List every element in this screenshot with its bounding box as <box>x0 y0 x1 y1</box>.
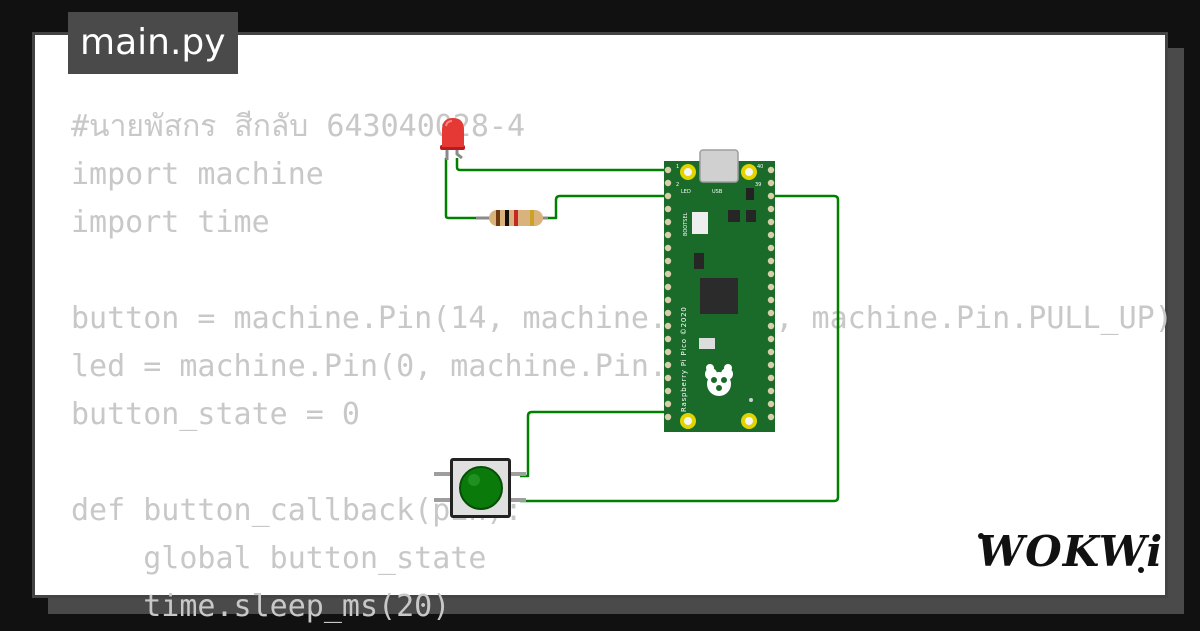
code-line: #นายพัสกร สีกลับ 643040028-4 <box>71 109 526 144</box>
pin-hole <box>767 322 775 330</box>
pin-hole <box>664 192 672 200</box>
pin-hole <box>767 166 775 174</box>
pin-hole <box>664 166 672 174</box>
pin-hole <box>767 387 775 395</box>
pin-hole <box>767 283 775 291</box>
code-line: button_state = 0 <box>71 397 360 432</box>
pin-1-label: 1 <box>676 164 679 170</box>
pin-hole <box>767 296 775 304</box>
pin-hole <box>664 400 672 408</box>
pin-hole <box>664 270 672 278</box>
pin-hole <box>767 361 775 369</box>
pin-hole <box>664 361 672 369</box>
wires <box>444 158 840 503</box>
pin-hole <box>664 374 672 382</box>
pin-hole <box>664 387 672 395</box>
wire-led-anode-gp0[interactable] <box>455 158 670 172</box>
wire-resistor-gnd[interactable] <box>546 194 670 220</box>
pin-hole <box>767 192 775 200</box>
pin-hole <box>767 335 775 343</box>
raspberry-pi-pico[interactable]: Raspberry Pi Pico ©2020 BOOTSEL LED USB … <box>664 149 775 432</box>
bootsel-button <box>692 212 708 234</box>
wire-button-3v3[interactable] <box>520 194 840 503</box>
pin-hole <box>767 374 775 382</box>
pin-hole <box>664 296 672 304</box>
pin-hole <box>664 413 672 421</box>
led-icon[interactable] <box>440 118 465 160</box>
pin-hole <box>767 270 775 278</box>
pin-hole <box>664 322 672 330</box>
file-tab-main-py[interactable]: main.py <box>68 12 238 74</box>
led-label: LED <box>681 189 691 195</box>
pin-headers <box>664 166 775 421</box>
pin-hole <box>664 218 672 226</box>
wokwi-logo: WOKWi <box>977 527 1162 576</box>
file-tab-label: main.py <box>80 22 226 63</box>
pin-hole <box>767 179 775 187</box>
pin-hole <box>664 179 672 187</box>
resistor-icon[interactable] <box>476 210 548 226</box>
pin-hole <box>767 348 775 356</box>
raspberry-logo-icon <box>705 364 733 396</box>
pico-silkscreen: Raspberry Pi Pico ©2020 <box>680 306 688 412</box>
code-line: import time <box>71 205 270 240</box>
pin-hole <box>767 244 775 252</box>
pin-hole <box>664 205 672 213</box>
pin-hole <box>664 309 672 317</box>
pushbutton-icon[interactable] <box>434 458 526 518</box>
pin-hole <box>664 335 672 343</box>
wire-led-cathode-resistor[interactable] <box>444 158 478 220</box>
rp2040-chip <box>700 278 738 314</box>
wire-button-gp14[interactable] <box>520 410 670 478</box>
pin-40-label: 40 <box>757 164 763 170</box>
pin-hole <box>767 257 775 265</box>
wokwi-logo-text: WOKWi <box>977 527 1163 576</box>
pin-hole <box>664 283 672 291</box>
pin-2-label: 2 <box>676 182 679 188</box>
pin-hole <box>664 348 672 356</box>
usb-port <box>699 149 739 183</box>
pin-hole <box>767 205 775 213</box>
pin-hole <box>767 400 775 408</box>
pin-39-label: 39 <box>755 182 761 188</box>
pin-hole <box>664 257 672 265</box>
code-line: import machine <box>71 157 324 192</box>
usb-label: USB <box>712 189 723 195</box>
pin-hole <box>767 218 775 226</box>
pin-hole <box>767 309 775 317</box>
code-line: global button_state <box>71 541 487 576</box>
pin-hole <box>767 231 775 239</box>
pin-hole <box>664 231 672 239</box>
pin-hole <box>767 413 775 421</box>
code-line: time.sleep_ms(20) <box>71 589 451 624</box>
bootsel-label: BOOTSEL <box>683 212 689 236</box>
pin-hole <box>664 244 672 252</box>
